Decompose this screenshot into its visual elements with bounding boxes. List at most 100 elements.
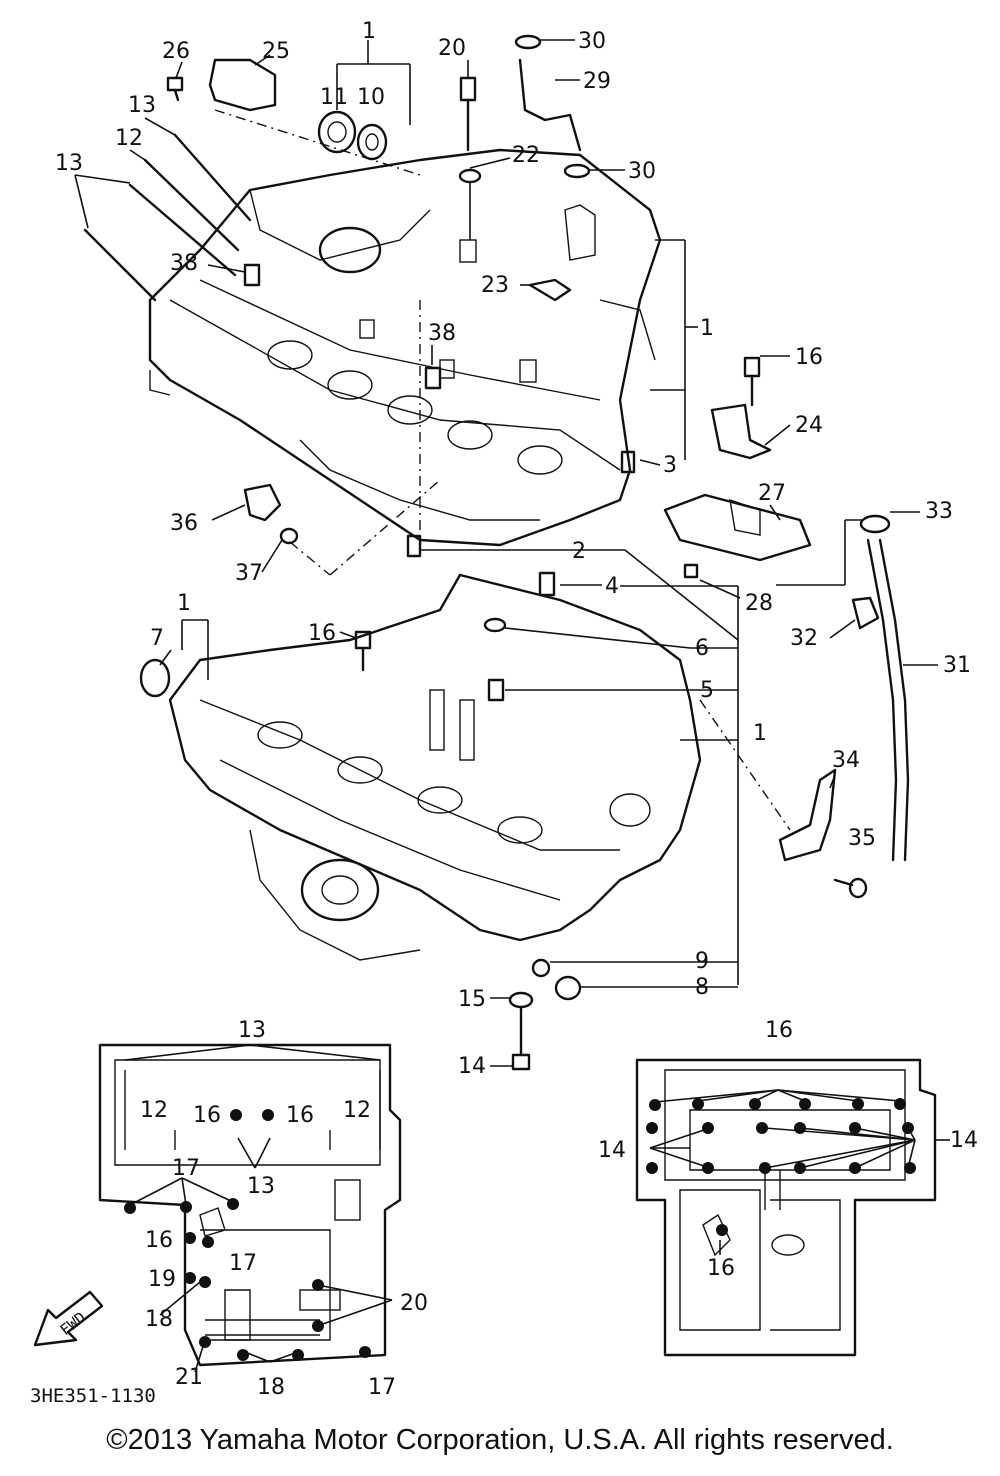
callout-38-a: 38: [170, 251, 198, 276]
callout-29: 29: [583, 69, 611, 94]
callout-22: 22: [512, 143, 540, 168]
upper-crankcase: [148, 148, 662, 547]
callout-25: 25: [262, 39, 290, 64]
callout-18-a: 18: [145, 1307, 173, 1332]
callout-13-detail-mid: 13: [247, 1174, 275, 1199]
part-12-stud-2: [143, 158, 240, 252]
callout-2: 2: [572, 539, 586, 564]
part-22-washer: [458, 168, 482, 184]
part-5-dowel: [487, 678, 505, 702]
part-29-hose: [518, 58, 582, 152]
callout-30-mid: 30: [628, 159, 656, 184]
crankcase-exploded-view: FWD: [30, 19, 978, 1407]
part-37-o-ring: [279, 527, 299, 545]
part-20-bolt: [459, 76, 477, 152]
part-23-bracket: [528, 278, 572, 302]
callout-5: 5: [700, 678, 714, 703]
part-30-clip-lower: [563, 163, 591, 179]
callout-4: 4: [605, 574, 619, 599]
callout-20-top: 20: [438, 36, 466, 61]
callout-1-top: 1: [362, 19, 376, 44]
copyright-notice: ©2013 Yamaha Motor Corporation, U.S.A. A…: [106, 1424, 894, 1456]
callout-14-detail-right: 14: [950, 1128, 978, 1153]
callout-27: 27: [758, 481, 786, 506]
part-35-bolt: [833, 877, 868, 899]
callout-13-b: 13: [55, 151, 83, 176]
part-38-dowel-right: [424, 366, 442, 390]
callout-8: 8: [695, 975, 709, 1000]
part-4-dowel: [538, 571, 556, 597]
callout-12-detail-right: 12: [343, 1098, 371, 1123]
callout-28: 28: [745, 591, 773, 616]
part-16-bolt-upper: [743, 356, 761, 407]
callout-6: 6: [695, 636, 709, 661]
detail-lower-left: [98, 1043, 402, 1373]
part-6-o-ring: [483, 617, 507, 633]
callout-16-upper: 16: [795, 345, 823, 370]
part-27-plate: [663, 493, 812, 562]
part-16-bolt-lower: [354, 630, 372, 672]
callout-3: 3: [663, 453, 677, 478]
leader-lines: [74, 39, 938, 1067]
part-24-bracket: [710, 403, 772, 460]
callout-17-detail-a: 17: [172, 1156, 200, 1181]
callout-24: 24: [795, 413, 823, 438]
callout-1-left: 1: [177, 591, 191, 616]
callout-10: 10: [357, 85, 385, 110]
callout-18-b: 18: [257, 1375, 285, 1400]
callout-17-detail-c: 17: [368, 1375, 396, 1400]
part-26-screw: [166, 76, 184, 102]
callout-12-detail-left: 12: [140, 1098, 168, 1123]
callout-16-lower: 16: [308, 621, 336, 646]
part-2-plug: [406, 534, 422, 558]
part-3-plug: [620, 450, 636, 474]
callout-14-detail-left: 14: [598, 1138, 626, 1163]
fwd-arrow-icon: FWD: [33, 1290, 104, 1347]
callout-26: 26: [162, 39, 190, 64]
diagram-code: 3HE351-1130: [30, 1385, 156, 1407]
part-33-clamp: [859, 514, 891, 534]
part-9-o-ring: [531, 958, 551, 978]
callout-37: 37: [235, 561, 263, 586]
callout-16-detail-c: 16: [145, 1228, 173, 1253]
callout-1-right-lower: 1: [753, 721, 767, 746]
callout-32: 32: [790, 626, 818, 651]
part-8-plug: [554, 975, 582, 1001]
callout-21: 21: [175, 1365, 203, 1390]
lower-crankcase: [168, 573, 702, 961]
callout-19: 19: [148, 1267, 176, 1292]
callout-9: 9: [695, 949, 709, 974]
detail-lower-right: [635, 1058, 950, 1357]
callout-33: 33: [925, 499, 953, 524]
callout-labels: 1 11 10 26 25 20 30 29 30 22 13 12 13 38…: [30, 19, 978, 1407]
callout-7: 7: [150, 626, 164, 651]
callout-16-detail-b: 16: [286, 1103, 314, 1128]
part-10-seal: [356, 123, 388, 161]
part-28-screw: [683, 563, 699, 579]
callout-12-a: 12: [115, 126, 143, 151]
part-32-clamp: [851, 596, 880, 630]
callout-31: 31: [943, 653, 971, 678]
part-12-stud: [128, 183, 237, 277]
part-34-bracket: [778, 768, 837, 862]
callout-34: 34: [832, 748, 860, 773]
part-30-clip-upper: [514, 34, 542, 50]
part-25-cover: [208, 58, 277, 112]
part-7-seal: [139, 658, 171, 698]
callout-14-main: 14: [458, 1054, 486, 1079]
part-38-dowel-left: [243, 263, 261, 287]
callout-13-a: 13: [128, 93, 156, 118]
part-13-stud-left: [83, 228, 157, 302]
part-15-washer: [508, 991, 534, 1009]
part-11-bearing: [317, 110, 357, 154]
callout-36: 36: [170, 511, 198, 536]
callout-1-right-upper: 1: [700, 316, 714, 341]
part-14-bolt: [511, 1006, 531, 1071]
callout-38-b: 38: [428, 321, 456, 346]
callout-15: 15: [458, 987, 486, 1012]
part-13-stud-right: [173, 133, 252, 222]
callout-13-detail-top: 13: [238, 1018, 266, 1043]
callout-23: 23: [481, 273, 509, 298]
callout-35: 35: [848, 826, 876, 851]
